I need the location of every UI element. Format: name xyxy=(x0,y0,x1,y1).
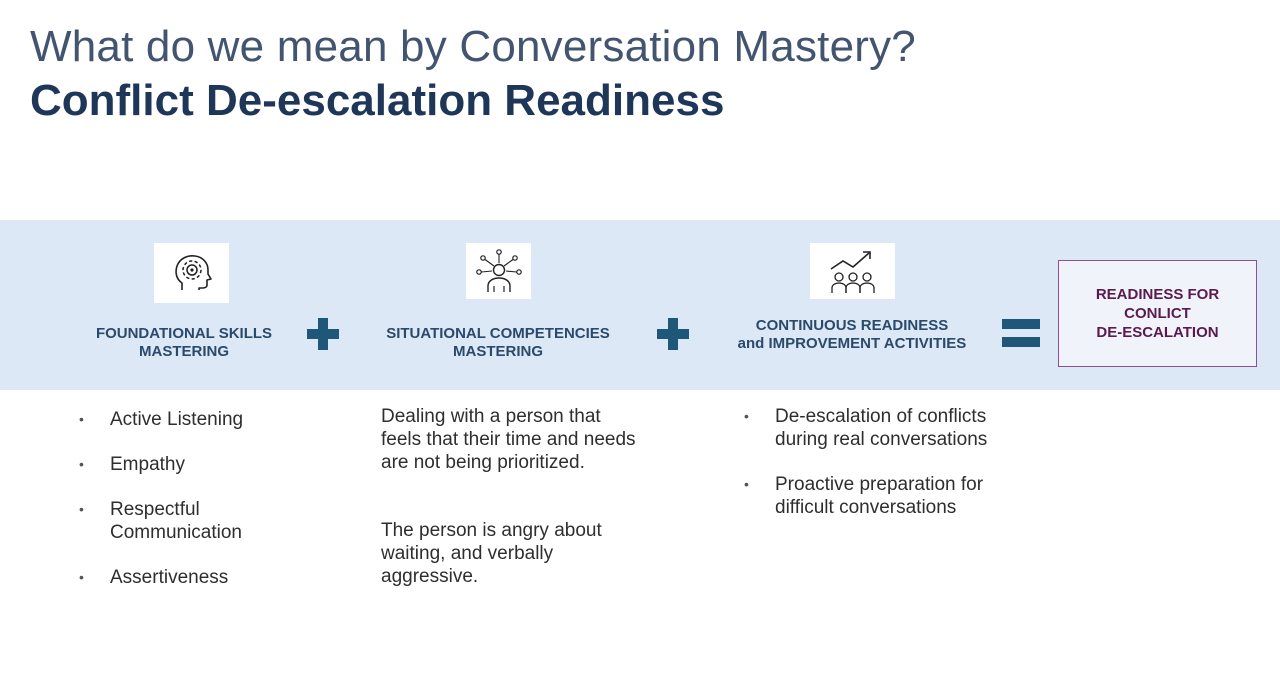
person-network-icon xyxy=(475,249,522,292)
list-item: Active Listening xyxy=(79,408,330,431)
situation-description: Dealing with a person that feels that th… xyxy=(381,406,636,473)
list-item: De-escalation of conflicts during real c… xyxy=(744,405,1005,451)
icon-box-foundational xyxy=(154,243,229,303)
team-growth-chart-icon xyxy=(830,251,875,293)
icon-box-continuous xyxy=(810,243,895,299)
label-foundational-skills: FOUNDATIONAL SKILLS MASTERING xyxy=(84,325,284,361)
slide-subtitle: Conflict De-escalation Readiness xyxy=(30,76,725,125)
icon-box-situational xyxy=(466,243,531,299)
label-continuous-readiness: CONTINUOUS READINESS and IMPROVEMENT ACT… xyxy=(720,317,984,353)
list-item: Empathy xyxy=(79,453,330,476)
result-label: READINESS FOR CONLICT DE-ESCALATION xyxy=(1095,286,1220,341)
label-line: MASTERING xyxy=(453,343,543,360)
label-line: SITUATIONAL COMPETENCIES xyxy=(386,325,610,342)
continuous-readiness-list: De-escalation of conflicts during real c… xyxy=(744,405,1005,541)
plus-icon xyxy=(307,318,339,350)
head-gear-icon xyxy=(174,255,212,290)
list-item: Proactive preparation for difficult conv… xyxy=(744,473,1005,519)
slide-title: What do we mean by Conversation Mastery? xyxy=(30,22,916,71)
plus-icon xyxy=(657,318,689,350)
result-box: READINESS FOR CONLICT DE-ESCALATION xyxy=(1058,260,1257,367)
list-item: Assertiveness xyxy=(79,566,330,589)
label-line: and IMPROVEMENT ACTIVITIES xyxy=(737,335,967,352)
label-line: CONTINUOUS READINESS xyxy=(755,317,949,334)
situation-detail: The person is angry about waiting, and v… xyxy=(381,520,602,587)
list-item: Respectful Communication xyxy=(79,498,330,544)
label-line: FOUNDATIONAL SKILLS xyxy=(95,325,273,342)
foundational-skills-list: Active Listening Empathy Respectful Comm… xyxy=(79,408,330,611)
equals-icon xyxy=(1002,319,1040,347)
label-line: MASTERING xyxy=(139,343,229,360)
label-situational-competencies: SITUATIONAL COMPETENCIES MASTERING xyxy=(372,325,624,361)
